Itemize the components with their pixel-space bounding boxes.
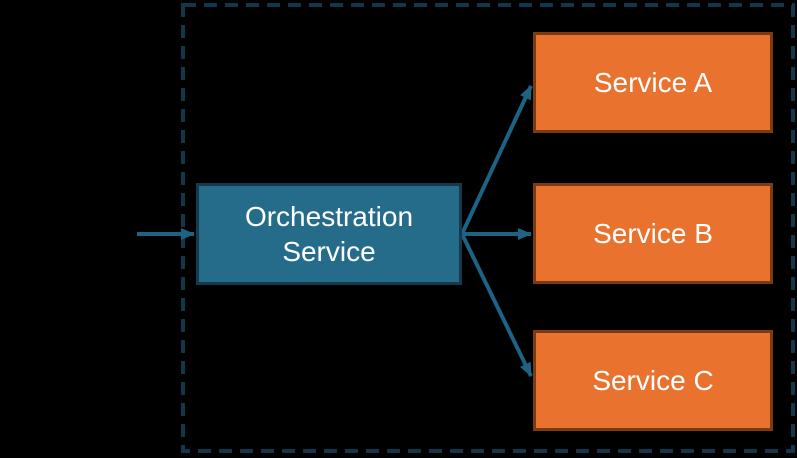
service-c-label: Service C <box>592 365 714 396</box>
service-c-node: Service C <box>533 330 773 431</box>
service-a-node: Service A <box>533 32 773 133</box>
arrow-orchestration-to-service-a <box>460 85 533 235</box>
boundary-dashed-box <box>181 3 795 453</box>
service-b-label: Service B <box>593 218 713 249</box>
orchestration-service-node: Orchestration Service <box>196 183 462 285</box>
orchestration-service-label: Orchestration Service <box>244 201 414 267</box>
arrow-orchestration-to-service-c <box>460 233 533 377</box>
service-a-label: Service A <box>593 67 713 98</box>
service-b-node: Service B <box>533 183 773 284</box>
